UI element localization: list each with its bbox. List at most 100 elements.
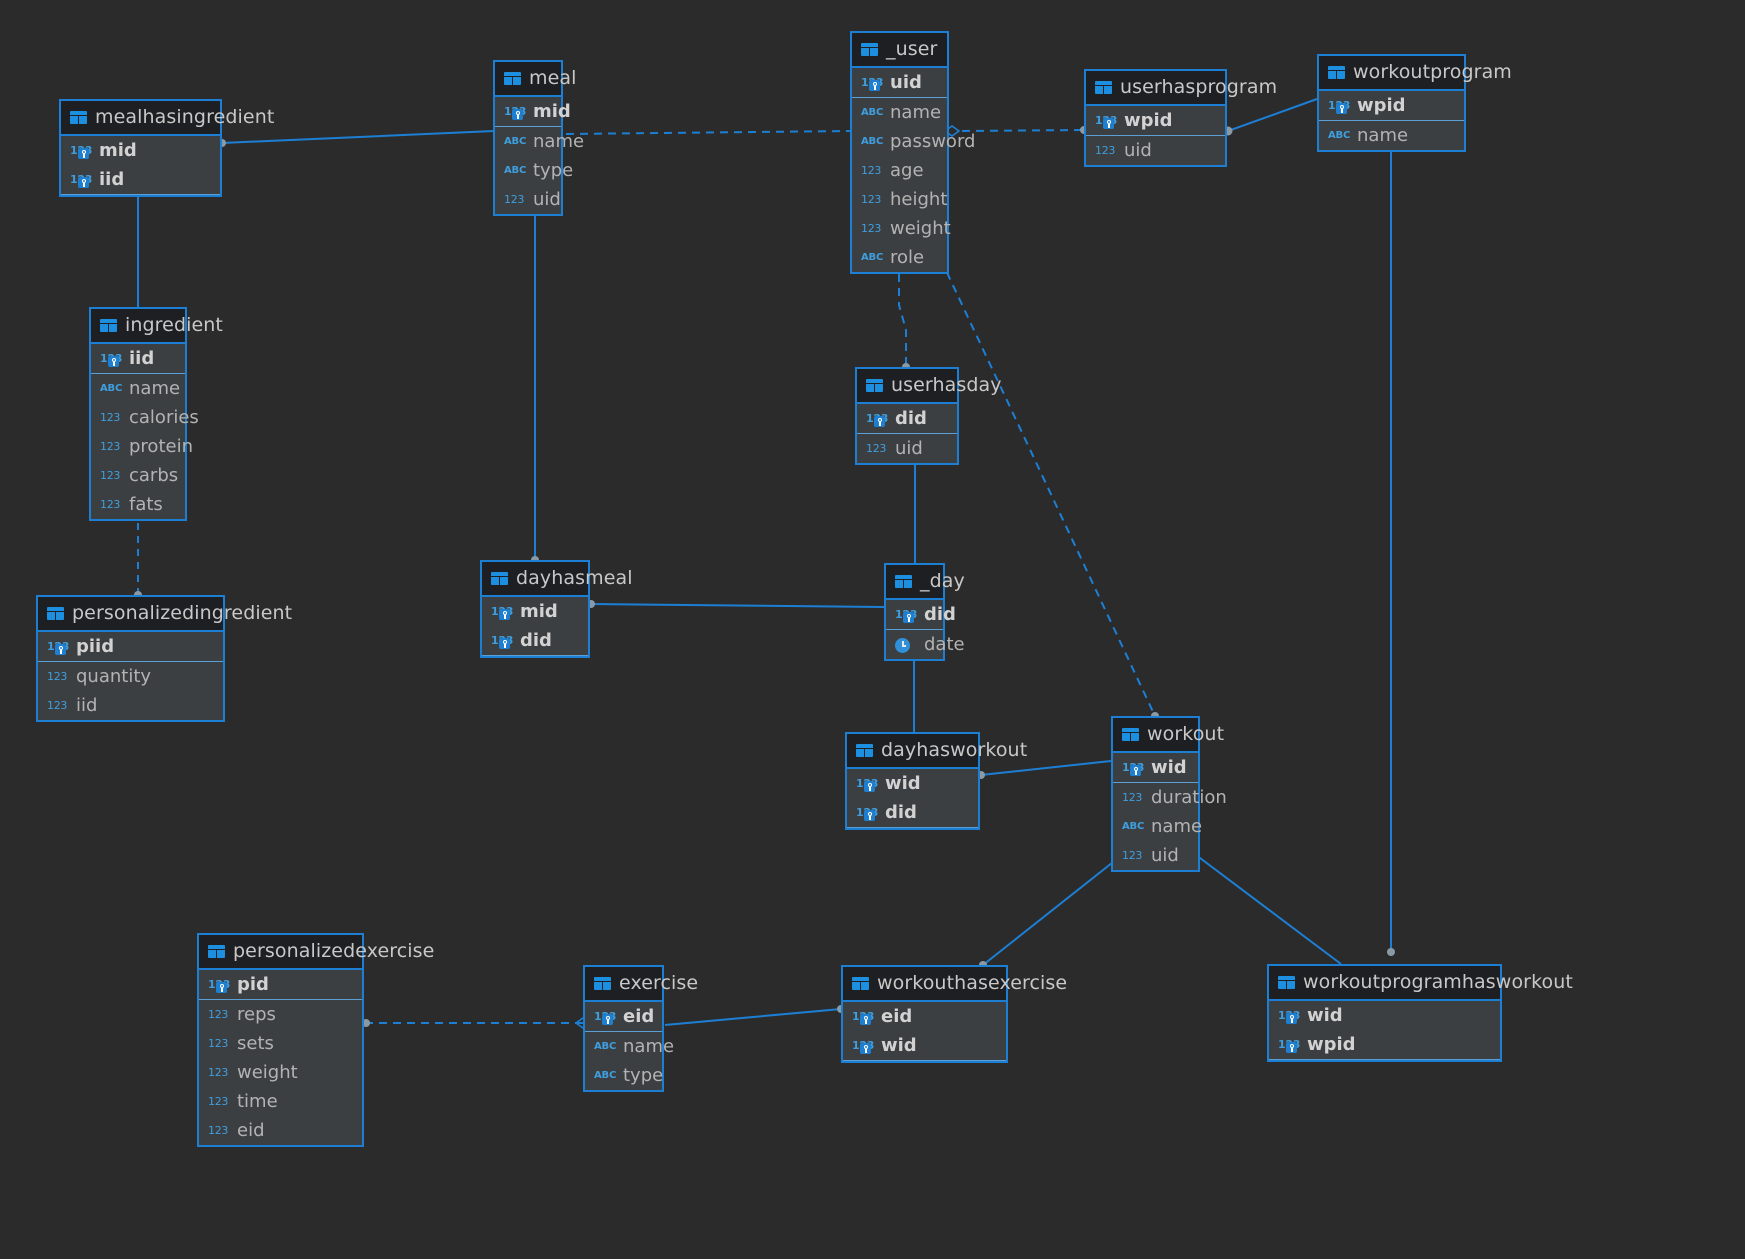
table-header-workoutprogram[interactable]: workoutprogram	[1319, 56, 1512, 91]
table-workout[interactable]: workout123wid123durationABCname123uid	[1111, 716, 1227, 872]
table-header-workouthasexercise[interactable]: workouthasexercise	[843, 967, 1067, 1002]
column-row[interactable]: 123wpid	[1319, 91, 1464, 120]
table-header-userhasday[interactable]: userhasday	[857, 369, 1002, 404]
table-exercise[interactable]: exercise123eidABCnameABCtype	[583, 965, 698, 1092]
numeric-type-icon: 123	[852, 1038, 874, 1054]
column-row[interactable]: 123wid	[847, 769, 978, 798]
table-header-workout[interactable]: workout	[1113, 718, 1224, 753]
column-row[interactable]: 123wid	[1269, 1001, 1500, 1030]
column-row[interactable]: 123wpid	[1086, 106, 1225, 135]
table-header-dayhasworkout[interactable]: dayhasworkout	[847, 734, 1027, 769]
column-row[interactable]: 123wid	[1113, 753, 1198, 782]
column-name: fats	[129, 494, 163, 515]
table-ingredient[interactable]: ingredient123iidABCname123calories123pro…	[89, 307, 223, 521]
column-row[interactable]: 123did	[857, 404, 957, 433]
primary-key-section: 123pid	[199, 970, 362, 1000]
table-userhasprogram[interactable]: userhasprogram123wpid123uid	[1084, 69, 1277, 167]
table-header-ingredient[interactable]: ingredient	[91, 309, 223, 344]
table-header-personalizedexercise[interactable]: personalizedexercise	[199, 935, 434, 970]
table-header-exercise[interactable]: exercise	[585, 967, 698, 1002]
numeric-type-icon: 123	[866, 411, 888, 427]
table-_user[interactable]: _user123uidABCnameABCpassword123age123he…	[850, 31, 975, 274]
column-row[interactable]: 123pid	[199, 970, 362, 999]
table-personalizedingredient[interactable]: personalizedingredient123piid123quantity…	[36, 595, 292, 722]
table-header-workoutprogramhasworkout[interactable]: workoutprogramhasworkout	[1269, 966, 1573, 1001]
table-dayhasmeal[interactable]: dayhasmeal123mid123did	[480, 560, 633, 658]
column-row[interactable]: 123did	[847, 798, 978, 827]
table-personalizedexercise[interactable]: personalizedexercise123pid123reps123sets…	[197, 933, 434, 1147]
text-type-icon: ABC	[861, 136, 884, 147]
table-header-_user[interactable]: _user	[852, 33, 947, 68]
table-dayhasworkout[interactable]: dayhasworkout123wid123did	[845, 732, 1027, 830]
column-name: uid	[1151, 845, 1179, 866]
table-icon	[208, 944, 225, 958]
column-row[interactable]: 123did	[482, 626, 588, 655]
column-row[interactable]: 123wid	[843, 1031, 1006, 1060]
numeric-type-icon: 123	[856, 776, 878, 792]
column-row[interactable]: date	[886, 630, 965, 659]
column-row[interactable]: 123did	[886, 600, 956, 629]
table-workoutprogram[interactable]: workoutprogram123wpidABCname	[1317, 54, 1512, 152]
column-name: eid	[623, 1006, 655, 1027]
table-header-meal[interactable]: meal	[495, 62, 576, 97]
table-workoutprogramhasworkout[interactable]: workoutprogramhasworkout123wid123wpid	[1267, 964, 1573, 1062]
link-mealhasingredient-meal	[221, 130, 495, 144]
column-row[interactable]: 123wpid	[1269, 1030, 1500, 1059]
table-header-mealhasingredient[interactable]: mealhasingredient	[61, 101, 274, 136]
column-row[interactable]: 123mid	[61, 136, 220, 165]
table-header-dayhasmeal[interactable]: dayhasmeal	[482, 562, 633, 597]
table-meal[interactable]: meal123midABCnameABCtype123uid	[493, 60, 584, 216]
column-name: carbs	[129, 465, 179, 486]
column-name: name	[1151, 816, 1203, 837]
table-userhasday[interactable]: userhasday123did123uid	[855, 367, 1002, 465]
column-row[interactable]: 123mid	[482, 597, 588, 626]
table-header-personalizedingredient[interactable]: personalizedingredient	[38, 597, 292, 632]
table-_day[interactable]: _day123diddate	[884, 563, 965, 661]
column-row[interactable]: 123mid	[495, 97, 571, 126]
primary-key-icon	[864, 810, 875, 821]
table-workouthasexercise[interactable]: workouthasexercise123eid123wid	[841, 965, 1067, 1063]
primary-key-icon	[108, 356, 119, 367]
table-header-_day[interactable]: _day	[886, 565, 965, 600]
table-header-userhasprogram[interactable]: userhasprogram	[1086, 71, 1277, 106]
column-name: iid	[99, 169, 125, 190]
column-row[interactable]: 123piid	[38, 632, 223, 661]
table-mealhasingredient[interactable]: mealhasingredient123mid123iid	[59, 99, 274, 197]
